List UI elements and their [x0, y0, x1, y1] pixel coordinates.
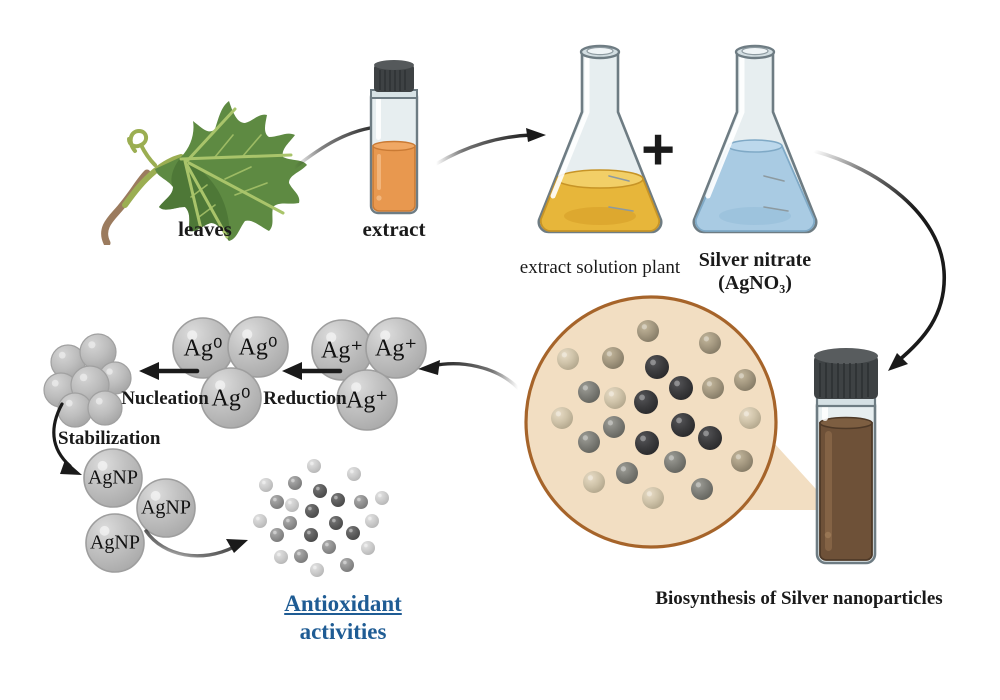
- nanoparticle-highlight: [561, 352, 568, 358]
- magnifier-nanoparticle: [691, 478, 713, 500]
- magnifier-nanoparticle: [616, 462, 638, 484]
- magnifier-nanoparticle: [642, 487, 664, 509]
- nanoparticle-highlight: [743, 411, 750, 417]
- label-antioxidant-line2: activities: [299, 619, 387, 644]
- ag-zero-sphere-3-label: Ag⁰: [211, 385, 251, 412]
- magnifier-nanoparticle: [645, 355, 669, 379]
- leaves-illustration: [95, 95, 325, 245]
- nanoparticle-highlight: [676, 417, 682, 424]
- label-stabilization: Stabilization: [58, 428, 161, 449]
- nanoparticle-highlight: [738, 373, 745, 379]
- magnifier-nanoparticle: [551, 407, 573, 429]
- nanoparticle-highlight: [639, 394, 645, 401]
- label-silver-nitrate-line2: (AgNO₃): [718, 272, 792, 294]
- nanoparticle-highlight: [587, 475, 594, 481]
- ag-plus-sphere-2-label: Ag⁺: [375, 335, 417, 362]
- label-extract-solution-plant: extract solution plant: [519, 257, 681, 278]
- nanoparticle-highlight: [706, 381, 713, 387]
- arrow-stabilization: [52, 402, 82, 475]
- magnifier-nanoparticle: [635, 431, 659, 455]
- arrow-flasks-to-vial: [812, 149, 946, 371]
- magnifier-nanoparticle: [637, 320, 659, 342]
- magnifier-nanoparticle: [602, 347, 624, 369]
- arrow-magnifier-to-ag-ions: [418, 360, 520, 390]
- nanoparticle-highlight: [555, 411, 562, 417]
- magnifier-nanoparticle: [702, 377, 724, 399]
- flask-extract-solution: [525, 40, 675, 245]
- arrow-extract-to-flask: [434, 128, 546, 166]
- flask-silver-nitrate: [680, 40, 830, 245]
- nanoparticle-highlight: [703, 430, 709, 437]
- magnifier-nanoparticle: [664, 451, 686, 473]
- nanoparticle-highlight: [650, 359, 656, 366]
- magnifier-nanoparticle: [578, 431, 600, 453]
- magnifier-nanoparticle: [634, 390, 658, 414]
- nanoparticle-highlight: [695, 482, 702, 488]
- plus-sign: +: [641, 117, 675, 182]
- product-vial: [803, 345, 889, 570]
- arrow-nucleation: [139, 362, 200, 380]
- arrow-agnp-to-antioxidant: [144, 529, 248, 558]
- arrow-reduction: [282, 362, 343, 380]
- label-extract: extract: [362, 217, 426, 241]
- magnifier-nanoparticle: [731, 450, 753, 472]
- ag-plus-sphere-3-label: Ag⁺: [346, 387, 388, 414]
- magnifier-nanoparticle: [604, 387, 626, 409]
- magnifier-nanoparticle: [734, 369, 756, 391]
- magnifier-nanoparticle: [669, 376, 693, 400]
- magnifier-nanoparticle: [557, 348, 579, 370]
- label-antioxidant-line1: Antioxidant: [284, 591, 402, 616]
- nanoparticle-highlight: [641, 324, 648, 330]
- magnifier-nanoparticle: [699, 332, 721, 354]
- label-silver-nitrate-line1: Silver nitrate: [698, 249, 812, 271]
- nanoparticle-highlight: [620, 466, 627, 472]
- nanoparticle-highlight: [582, 385, 589, 391]
- label-reduction: Reduction: [263, 388, 347, 409]
- nanoparticle-highlight: [703, 336, 710, 342]
- extract-vial: [358, 58, 430, 223]
- nanoparticle-highlight: [674, 380, 680, 387]
- nanoparticle-highlight: [640, 435, 646, 442]
- nanoparticle-highlight: [582, 435, 589, 441]
- nanoparticle-highlight: [668, 455, 675, 461]
- ag-zero-sphere-2-label: Ag⁰: [238, 334, 278, 361]
- label-biosynthesis: Biosynthesis of Silver nanoparticles: [655, 588, 943, 609]
- nanoparticle-highlight: [608, 391, 615, 397]
- agnp-sphere-3-label: AgNP: [89, 531, 141, 554]
- magnifier-nanoparticle: [739, 407, 761, 429]
- magnifier-nanoparticle: [698, 426, 722, 450]
- label-leaves: leaves: [178, 217, 232, 241]
- magnifier-nanoparticle: [603, 416, 625, 438]
- nanoparticle-highlight: [607, 420, 614, 426]
- magnifier-nanoparticle: [578, 381, 600, 403]
- magnifier-nanoparticle: [583, 471, 605, 493]
- nanoparticle-highlight: [646, 491, 653, 497]
- nanoparticle-highlight: [735, 454, 742, 460]
- nanoparticle-highlight: [606, 351, 613, 357]
- label-nucleation: Nucleation: [121, 388, 209, 409]
- magnifier-nanoparticle: [671, 413, 695, 437]
